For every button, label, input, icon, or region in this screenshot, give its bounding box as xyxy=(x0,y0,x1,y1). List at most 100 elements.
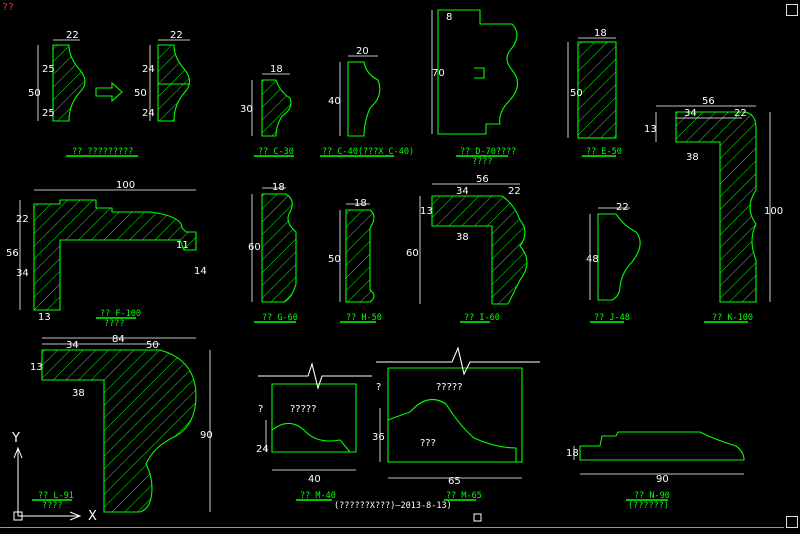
subtitle-l91: ???? xyxy=(42,501,62,511)
dim-i-22: 22 xyxy=(508,186,521,197)
dim-m65-note: ????? xyxy=(436,382,463,393)
title-k100: ?? K-100 xyxy=(712,313,753,323)
profile-i60 xyxy=(431,195,528,305)
profile-e50 xyxy=(577,41,617,139)
subtitle-f100: ???? xyxy=(104,319,124,329)
dim-l-50: 50 xyxy=(146,340,159,351)
ucs-icon xyxy=(13,446,82,521)
profile-d70 xyxy=(437,9,519,135)
title-h50: ?? H-50 xyxy=(346,313,382,323)
dim-i-34: 34 xyxy=(456,186,469,197)
profile-j48 xyxy=(597,213,641,301)
dim-m40-q: ? xyxy=(258,404,263,415)
dim-d70-height: 70 xyxy=(432,68,445,79)
dim-g-18: 18 xyxy=(272,182,285,193)
title-f100: ?? F-100 xyxy=(100,309,141,319)
profile-k100 xyxy=(675,111,757,303)
profile-h50 xyxy=(345,209,375,303)
dim-a-width: 22 xyxy=(66,30,79,41)
dim-c30-width: 18 xyxy=(270,64,283,75)
dim-a2-upper: 24 xyxy=(142,64,155,75)
dim-m40-note: ????? xyxy=(290,404,317,415)
title-l91: ?? L-91 xyxy=(38,491,74,501)
dim-f-100: 100 xyxy=(116,180,135,191)
title-n90: ?? N-90 xyxy=(634,491,670,501)
subtitle-d70: ???? xyxy=(472,157,492,167)
ucs-y-label: Y xyxy=(11,431,20,446)
dim-c40-height: 40 xyxy=(328,96,341,107)
title-m40: ?? M-40 xyxy=(300,491,336,501)
dim-f-13: 13 xyxy=(38,312,51,323)
dim-m65-q: ? xyxy=(376,382,381,393)
dim-m65-65: 65 xyxy=(448,476,461,487)
title-j48: ?? J-48 xyxy=(594,313,630,323)
dim-f-34: 34 xyxy=(16,268,29,279)
dim-n-90: 90 xyxy=(656,474,669,485)
dim-i-56: 56 xyxy=(476,174,489,185)
dim-m65-inner: ??? xyxy=(420,438,436,449)
dim-c40-width: 20 xyxy=(356,46,369,57)
dim-k-100: 100 xyxy=(764,206,783,217)
dim-c30-height: 30 xyxy=(240,104,253,115)
dim-m65-36: 36 xyxy=(372,432,385,443)
dim-f-14: 14 xyxy=(194,266,207,277)
dim-k-38: 38 xyxy=(686,152,699,163)
dim-l-90: 90 xyxy=(200,430,213,441)
dim-k-13: 13 xyxy=(644,124,657,135)
dim-k-overall: 56 xyxy=(702,96,715,107)
profile-g60 xyxy=(261,193,297,303)
dim-d70-top: 8 xyxy=(446,12,452,23)
scroll-down-button[interactable] xyxy=(786,516,798,528)
profile-l91 xyxy=(41,349,197,513)
cad-drawing-canvas[interactable]: 22 50 25 25 22 24 24 50 18 30 20 40 8 70… xyxy=(0,0,784,528)
title-g60: ?? G-60 xyxy=(262,313,298,323)
title-c40: ?? C-40(???X C-40) xyxy=(322,147,414,157)
dim-i-13: 13 xyxy=(420,206,433,217)
profile-n90 xyxy=(579,431,745,461)
dim-k-34: 34 xyxy=(684,108,697,119)
dim-l-84: 84 xyxy=(112,334,125,345)
dim-f-56: 56 xyxy=(6,248,19,259)
scroll-up-button[interactable] xyxy=(786,4,798,16)
footer-note: (??????X???)—2013-8-13) xyxy=(334,501,452,511)
profile-a xyxy=(52,44,191,122)
dim-a-height: 50 xyxy=(28,88,41,99)
dim-n-18: 18 xyxy=(566,448,579,459)
title-m65: ?? M-65 xyxy=(446,491,482,501)
model-tab-strip[interactable] xyxy=(0,527,784,534)
ucs-x-label: X xyxy=(88,509,97,524)
title-d70: ?? D-70???? xyxy=(460,147,516,157)
dim-j-48: 48 xyxy=(586,254,599,265)
dim-j-22: 22 xyxy=(616,202,629,213)
dim-a2-width: 22 xyxy=(170,30,183,41)
title-c30: ?? C-30 xyxy=(258,147,294,157)
vertical-scrollbar[interactable] xyxy=(784,0,800,534)
dim-l-13: 13 xyxy=(30,362,43,373)
dim-m40-40: 40 xyxy=(308,474,321,485)
dim-a2-lower: 24 xyxy=(142,108,155,119)
title-e50: ?? E-50 xyxy=(586,147,622,157)
dim-i-60: 60 xyxy=(406,248,419,259)
subtitle-n90: (??????) xyxy=(628,501,669,511)
dim-m40-24: 24 xyxy=(256,444,269,455)
dim-f-11: 11 xyxy=(176,240,189,251)
profile-m65 xyxy=(387,367,523,463)
dim-l-38: 38 xyxy=(72,388,85,399)
dim-a2-height: 50 xyxy=(134,88,147,99)
profile-c30 xyxy=(261,79,292,137)
dim-a-lower: 25 xyxy=(42,108,55,119)
dim-l-34: 34 xyxy=(66,340,79,351)
dim-h-50: 50 xyxy=(328,254,341,265)
profile-f100 xyxy=(33,199,197,311)
title-a: ?? ????????? xyxy=(72,147,133,157)
profile-m40 xyxy=(271,383,357,453)
title-i60: ?? I-60 xyxy=(464,313,500,323)
dim-h-18: 18 xyxy=(354,198,367,209)
dim-e50-width: 18 xyxy=(594,28,607,39)
dim-e50-height: 50 xyxy=(570,88,583,99)
pickbox-cursor xyxy=(473,513,482,522)
corner-mark: ?? xyxy=(2,2,15,13)
profile-c40 xyxy=(347,61,381,137)
dim-k-22: 22 xyxy=(734,108,747,119)
dim-g-60: 60 xyxy=(248,242,261,253)
